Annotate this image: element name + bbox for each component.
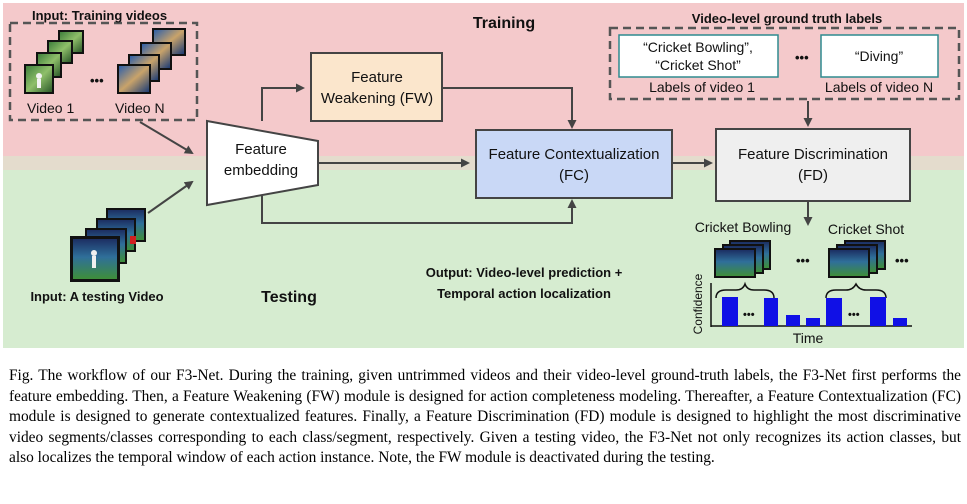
ground-truth-title: Video-level ground truth labels [692, 11, 882, 26]
ground-truth-label-1-line2: “Cricket Shot” [655, 57, 741, 73]
ground-truth-ellipsis: ••• [795, 50, 809, 65]
feature-weakening-line2: Weakening (FW) [321, 90, 433, 107]
connector-lines [139, 83, 813, 226]
bar-4 [806, 318, 820, 326]
brace-class-b [825, 282, 887, 299]
confidence-plot: ••• ••• [710, 283, 912, 327]
arrow-training-to-embedding [139, 121, 194, 155]
class-a-label: Cricket Bowling [695, 219, 791, 235]
ground-truth-label-n: “Diving” [855, 48, 904, 64]
ground-truth-label-box-n [820, 34, 939, 78]
f3net-workflow-diagram: Training Testing Input: Training videos … [3, 3, 964, 348]
class-b-frames [828, 240, 886, 278]
feature-embedding-line2: embedding [224, 162, 298, 179]
training-input-frame [8, 21, 199, 122]
class-a-frames [714, 240, 771, 278]
feature-contextualization-line1: Feature Contextualization [489, 146, 660, 163]
arrow-embedding-to-fw [261, 83, 305, 121]
brace-class-a [715, 281, 775, 299]
training-input-label: Input: Training videos [32, 8, 167, 23]
class-a-ellipsis: ••• [796, 253, 810, 268]
feature-embedding-line1: Feature [235, 141, 287, 158]
arrow-fw-to-fc [442, 87, 577, 129]
bar-5 [826, 298, 842, 326]
bar-ellipsis-2: ••• [848, 309, 860, 321]
bar-1 [722, 297, 738, 326]
training-video-1-clip [24, 30, 84, 94]
feature-discrimination-line1: Feature Discrimination [738, 146, 888, 163]
figure-caption: Fig. The workflow of our F3-Net. During … [9, 367, 961, 467]
training-video-1-label: Video 1 [27, 100, 74, 116]
bar-7 [893, 318, 907, 326]
testing-input-label: Input: A testing Video [30, 289, 163, 304]
bar-3 [786, 315, 800, 326]
feature-weakening-line1: Feature [351, 69, 403, 86]
feature-discrimination-box [715, 128, 911, 202]
arrow-embedding-to-fc-testing [261, 196, 577, 224]
class-b-ellipsis: ••• [895, 253, 909, 268]
ground-truth-caption-1: Labels of video 1 [649, 79, 755, 95]
output-label-line2: Temporal action localization [437, 286, 611, 301]
ground-truth-frame [608, 26, 961, 101]
testing-video-clip [70, 208, 146, 282]
class-b-label: Cricket Shot [828, 221, 904, 237]
ground-truth-caption-n: Labels of video N [825, 79, 933, 95]
ground-truth-label-1-line1: “Cricket Bowling”, [643, 39, 753, 55]
feature-weakening-box [310, 52, 443, 122]
bar-ellipsis-1: ••• [743, 309, 755, 321]
feature-embedding-block [206, 119, 319, 207]
output-label-line1: Output: Video-level prediction + [426, 265, 623, 280]
x-axis-label: Time [793, 330, 824, 346]
training-video-n-label: Video N [115, 100, 165, 116]
training-video-n-clip [117, 28, 186, 94]
bar-6 [870, 297, 886, 326]
training-band-label: Training [473, 15, 535, 32]
testing-band-label: Testing [261, 289, 317, 306]
feature-contextualization-line2: (FC) [559, 167, 589, 184]
y-axis-label: Confidence [691, 273, 705, 334]
ground-truth-label-box-1 [618, 34, 779, 78]
bar-2 [764, 298, 778, 326]
training-ellipsis: ••• [90, 73, 104, 88]
feature-contextualization-box [475, 129, 673, 199]
feature-discrimination-line2: (FD) [798, 167, 828, 184]
arrow-testing-to-embedding [147, 180, 194, 214]
